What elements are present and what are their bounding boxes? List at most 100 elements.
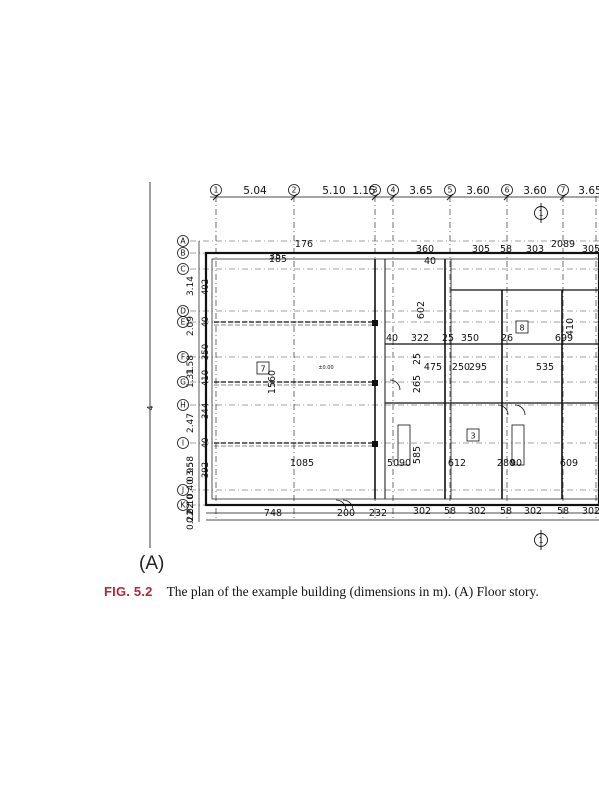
dimension-15: 410 — [565, 318, 576, 336]
left-spacing-9: 0.10 — [186, 494, 196, 514]
dimension-7: 35 — [269, 251, 281, 262]
dimension-38: 302 — [524, 506, 542, 517]
top-spacing-0: 5.04 — [243, 185, 267, 197]
dimension-13: 26 — [501, 333, 513, 344]
door-swing-1 — [497, 404, 509, 416]
axis-bubble-2: 2 — [292, 186, 297, 195]
axis-bubble-3: 3 — [373, 186, 378, 195]
axis-bubble-J-circle — [177, 484, 189, 496]
axis-bubble-G: G — [180, 378, 186, 387]
dimension-0: 176 — [295, 239, 313, 250]
axis-bubble-B-circle — [177, 247, 189, 259]
axis-bubble-H: H — [180, 401, 186, 410]
left-spacing-4: 2.47 — [186, 413, 196, 433]
axis-bubble-1: 1 — [214, 186, 219, 195]
axis-bubble-D: D — [180, 307, 186, 316]
axis-bubble-I-circle — [177, 437, 189, 449]
dimension-11: 25 — [442, 333, 454, 344]
dimension-27: 612 — [448, 458, 466, 469]
dimension-32: 200 — [337, 508, 355, 519]
outer-wall — [204, 251, 599, 507]
top-spacing-4: 3.60 — [466, 185, 489, 197]
axis-bubble-F: F — [181, 353, 185, 362]
axis-bubble-K-circle — [177, 499, 189, 511]
axis-bubble-6-circle — [501, 184, 513, 196]
door-swing-2 — [514, 404, 526, 416]
stair-block — [397, 424, 411, 466]
dimension-31: 748 — [264, 508, 282, 519]
figure-caption: FIG. 5.2 The plan of the example building… — [104, 584, 599, 600]
axis-bubble-7: 7 — [561, 186, 566, 195]
dimension-18: 295 — [469, 362, 487, 373]
left-spacing-6: 0.40 — [186, 479, 196, 499]
top-spacing-2: 1.15 — [352, 185, 375, 197]
axis-bubble-I: I — [182, 439, 184, 448]
dimension-21: 265 — [412, 375, 423, 393]
axis-bubble-J: J — [181, 486, 184, 495]
dimension-19: 535 — [536, 362, 554, 373]
dimension-35: 58 — [444, 506, 456, 517]
axis-bubble-4-circle — [387, 184, 399, 196]
left-spacing-5: 3.58 — [186, 456, 196, 476]
left-spacing-2: 1.58 — [186, 355, 196, 375]
dimension-10: 322 — [411, 333, 429, 344]
dimension-39: 58 — [557, 506, 569, 517]
top-spacing-6: 3.65 — [578, 185, 599, 197]
top-tick-5 — [503, 193, 511, 201]
axis-bubble-G-circle — [177, 376, 189, 388]
axis-bubble-4: 4 — [391, 186, 396, 195]
stair-block-2 — [511, 424, 525, 466]
axis-bubble-F-circle — [177, 351, 189, 363]
axis-bubble-E-circle — [177, 316, 189, 328]
axis-bubble-2-circle — [288, 184, 300, 196]
axis-bubble-5: 5 — [448, 186, 453, 195]
caption-text: The plan of the example building (dimens… — [166, 584, 539, 599]
axis-bubble-7-circle — [557, 184, 569, 196]
dimension-4: 303 — [526, 244, 544, 255]
dimension-40: 302 — [582, 506, 599, 517]
top-tick-0 — [212, 193, 220, 201]
dimension-12: 350 — [461, 333, 479, 344]
door-swing-0 — [389, 379, 401, 391]
door-swing-4 — [342, 499, 354, 511]
axis-bubble-H-circle — [177, 399, 189, 411]
dimension-16: 475 — [424, 362, 442, 373]
dimension-14: 699 — [555, 333, 573, 344]
axis-bubble-3-circle — [369, 184, 381, 196]
top-tick-2 — [371, 193, 379, 201]
axis-bubble-5-circle — [444, 184, 456, 196]
top-spacing-5: 3.60 — [523, 185, 546, 197]
figure-number: FIG. 5.2 — [104, 584, 153, 599]
dimension-28: 280 — [497, 458, 515, 469]
room-tag-2: 8 — [519, 324, 524, 333]
dimension-30: 609 — [560, 458, 578, 469]
room-tag-box-2 — [515, 320, 529, 334]
dimension-25: 90 — [399, 458, 411, 469]
dimension-22: 1560 — [267, 370, 278, 394]
section-mark-0: 1 — [539, 209, 544, 218]
section-mark-1: 1 — [539, 536, 544, 545]
panel-label: (A) — [139, 553, 165, 574]
left-spacing-0: 3.14 — [186, 276, 196, 296]
axis-bubble-C-circle — [177, 263, 189, 275]
dimension-8: 602 — [416, 301, 427, 319]
door-swing-3 — [335, 499, 347, 511]
dimension-37: 58 — [500, 506, 512, 517]
outer-wall-inner — [211, 258, 599, 500]
top-tick-4 — [446, 193, 454, 201]
axis-bubble-K: K — [181, 501, 187, 510]
left-spacing-7: 0.22 — [186, 503, 196, 523]
dimension-2: 305 — [472, 244, 490, 255]
dimension-33: 232 — [369, 508, 387, 519]
dimension-1: 360 — [416, 244, 434, 255]
dimension-3: 58 — [500, 244, 512, 255]
dimension-34: 302 — [413, 506, 431, 517]
dimension-36: 302 — [468, 506, 486, 517]
elevation-mark: ±0.00 — [318, 365, 333, 371]
left-spacing-1: 2.09 — [186, 316, 196, 336]
dimension-26: 585 — [412, 446, 423, 464]
room-tag-0: 7 — [260, 365, 265, 374]
left-spacing-3: 1.31 — [186, 368, 196, 388]
